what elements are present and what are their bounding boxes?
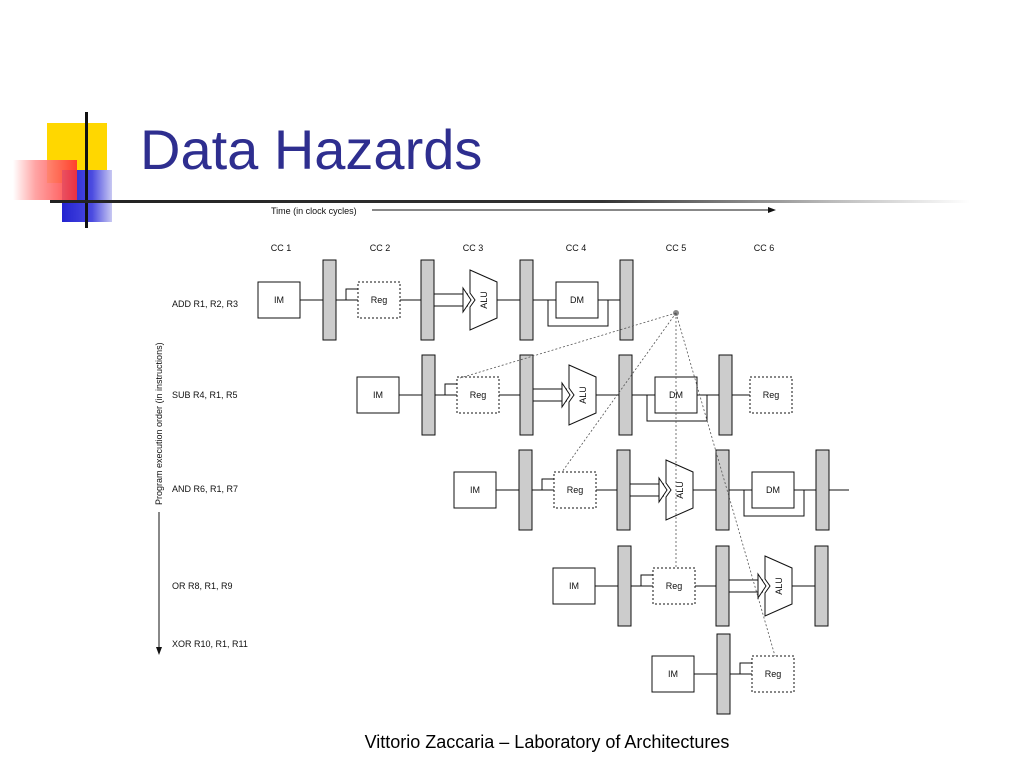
connector: [345, 288, 358, 300]
decor-vertical-line: [85, 112, 88, 228]
clock-cycle-label-6: CC 6: [754, 243, 775, 253]
pipeline-register: [519, 354, 534, 436]
reg-label: Reg: [763, 390, 780, 400]
im-label: IM: [274, 295, 284, 305]
alu-shape: [764, 555, 793, 617]
reg-box: [553, 471, 597, 509]
pipeline-row-4: IM Reg ALU: [552, 545, 829, 627]
pipeline-register: [616, 449, 631, 531]
time-axis-label: Time (in clock cycles): [271, 206, 357, 216]
instruction-label-3: AND R6, R1, R7: [172, 484, 238, 494]
im-label: IM: [668, 669, 678, 679]
clock-cycle-label-1: CC 1: [271, 243, 292, 253]
instruction-labels: ADD R1, R2, R3 SUB R4, R1, R5 AND R6, R1, …: [172, 299, 248, 649]
order-axis-arrowhead: [156, 647, 162, 655]
pipeline-register: [715, 545, 730, 627]
im-label: IM: [569, 581, 579, 591]
decor-red-square: [13, 160, 77, 200]
clock-cycle-row: CC 1 CC 2 CC 3 CC 4 CC 5 CC 6: [271, 243, 775, 253]
pipeline-register: [619, 259, 634, 341]
pipeline-register: [618, 354, 633, 436]
pipeline-register: [814, 545, 829, 627]
im-label: IM: [373, 390, 383, 400]
im-box: [356, 376, 400, 414]
pipeline-register: [420, 259, 435, 341]
pipeline-register: [518, 449, 533, 531]
dm-box: [555, 281, 599, 319]
dm-box: [751, 471, 795, 509]
dependency-line-2: [561, 312, 677, 473]
pipeline-register: [322, 259, 337, 341]
alu-shape: [665, 459, 694, 521]
alu-input-arrow: [757, 572, 767, 600]
clock-cycle-label-3: CC 3: [463, 243, 484, 253]
pipeline-row-3: IM Reg ALU DM: [453, 449, 849, 531]
time-axis-arrowhead: [768, 207, 776, 213]
im-box: [552, 567, 596, 605]
clock-cycle-label-4: CC 4: [566, 243, 587, 253]
slide-title: Data Hazards: [140, 118, 483, 181]
clock-cycle-label-5: CC 5: [666, 243, 687, 253]
alu-input-arrow: [561, 381, 571, 409]
pipeline-register: [815, 449, 830, 531]
alu-input-arrow: [658, 476, 668, 504]
connector: [444, 383, 457, 395]
connector: [541, 478, 554, 490]
alu-label: ALU: [774, 577, 784, 595]
pipeline-row-5: IM Reg: [651, 633, 795, 715]
instruction-label-5: XOR R10, R1, R11: [172, 639, 248, 649]
dm-label: DM: [570, 295, 584, 305]
reg-label: Reg: [371, 295, 388, 305]
im-box: [453, 471, 497, 509]
clock-cycle-label-2: CC 2: [370, 243, 391, 253]
dependency-lines: [459, 310, 776, 657]
reg-label: Reg: [765, 669, 782, 679]
alu-input-arrow: [462, 286, 472, 314]
reg-box: [751, 655, 795, 693]
reg-box: [456, 376, 500, 414]
connector: [739, 662, 752, 674]
reg-box: [652, 567, 696, 605]
order-axis-label: Program execution order (in instructions…: [154, 342, 164, 505]
pipeline-row-1: IM Reg ALU DM: [257, 259, 634, 341]
connector: [640, 574, 653, 586]
dependency-line-1: [459, 312, 677, 379]
dm-label: DM: [766, 485, 780, 495]
instruction-label-4: OR R8, R1, R9: [172, 581, 233, 591]
pipeline-register: [519, 259, 534, 341]
order-axis: Program execution order (in instructions…: [154, 342, 164, 655]
reg-label: Reg: [666, 581, 683, 591]
alu-shape: [469, 269, 498, 331]
decor-title-underline: [50, 200, 970, 203]
pipeline-register: [617, 545, 632, 627]
pipeline-register: [718, 354, 733, 436]
dependency-line-4: [675, 312, 776, 657]
instruction-label-2: SUB R4, R1, R5: [172, 390, 238, 400]
instruction-label-1: ADD R1, R2, R3: [172, 299, 238, 309]
reg-label: Reg: [567, 485, 584, 495]
time-axis: Time (in clock cycles): [271, 206, 776, 216]
alu-label: ALU: [578, 386, 588, 404]
alu-label: ALU: [479, 291, 489, 309]
slide-footer: Vittorio Zaccaria – Laboratory of Archit…: [364, 732, 730, 752]
pipeline-register: [716, 633, 731, 715]
alu-shape: [568, 364, 597, 426]
im-label: IM: [470, 485, 480, 495]
reg-box: [749, 376, 793, 414]
im-box: [651, 655, 695, 693]
alu-label: ALU: [675, 481, 685, 499]
pipeline-register: [421, 354, 436, 436]
reg-label: Reg: [470, 390, 487, 400]
